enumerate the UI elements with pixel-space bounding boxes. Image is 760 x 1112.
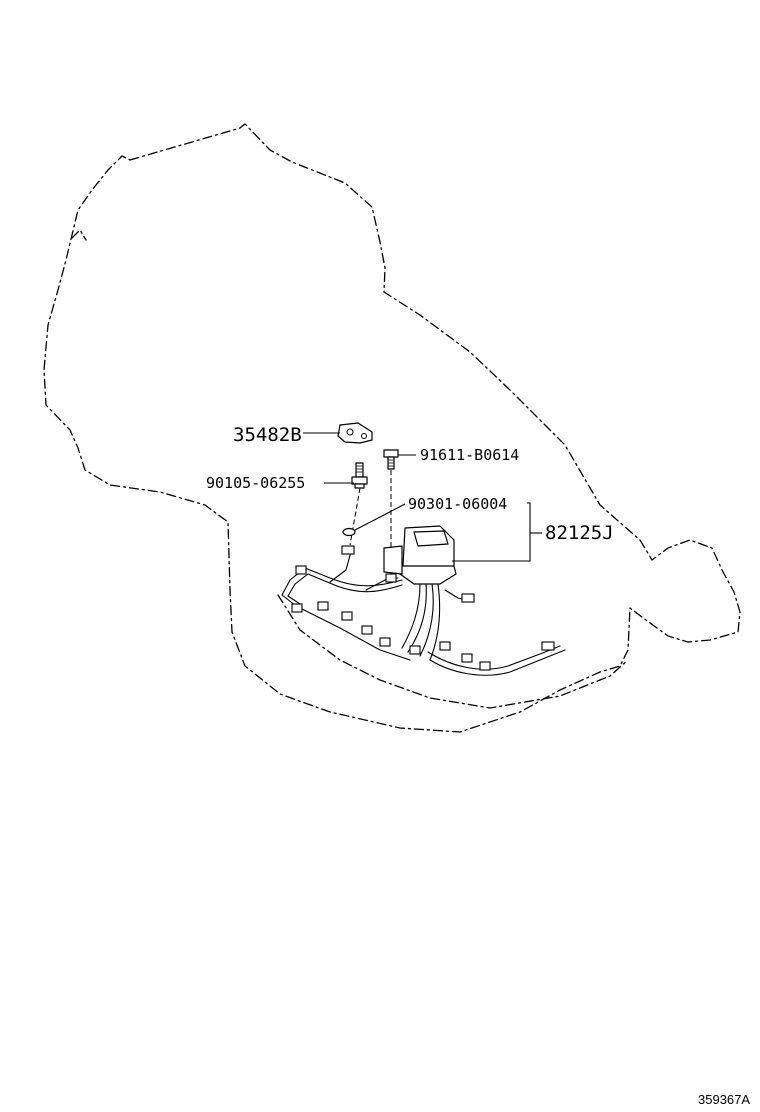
transmission-outline xyxy=(43,123,741,733)
connector xyxy=(461,593,475,603)
o-ring-leader xyxy=(354,503,406,531)
housing-jog xyxy=(71,229,87,241)
flange-bolt-part xyxy=(383,449,399,470)
connector xyxy=(461,653,473,663)
bracket-part xyxy=(337,422,373,444)
harness-bracket-leader xyxy=(452,502,531,562)
o-ring-part xyxy=(342,527,356,537)
connector xyxy=(295,565,307,575)
connector xyxy=(341,545,355,555)
connector xyxy=(341,611,353,621)
connector xyxy=(541,641,555,651)
connector xyxy=(361,625,373,635)
flange-bolt-label: 91611-B0614 xyxy=(420,446,519,464)
bolt-small-dash-leader xyxy=(349,487,361,546)
reference-code: 359367A xyxy=(698,1092,750,1107)
connector xyxy=(291,603,303,613)
connector xyxy=(409,645,421,655)
connector xyxy=(479,661,491,671)
wire-harness-part xyxy=(281,525,566,676)
connector xyxy=(439,641,451,651)
connector xyxy=(317,601,329,611)
wire-harness-label: 82125J xyxy=(545,522,614,544)
connector xyxy=(385,573,397,583)
oil-pan-outline xyxy=(277,594,629,709)
connector xyxy=(379,637,391,647)
small-bolt-part xyxy=(351,462,368,489)
small-bolt-label: 90105-06255 xyxy=(206,474,305,492)
o-ring-label: 90301-06004 xyxy=(408,495,507,513)
bracket-label: 35482B xyxy=(233,424,302,446)
